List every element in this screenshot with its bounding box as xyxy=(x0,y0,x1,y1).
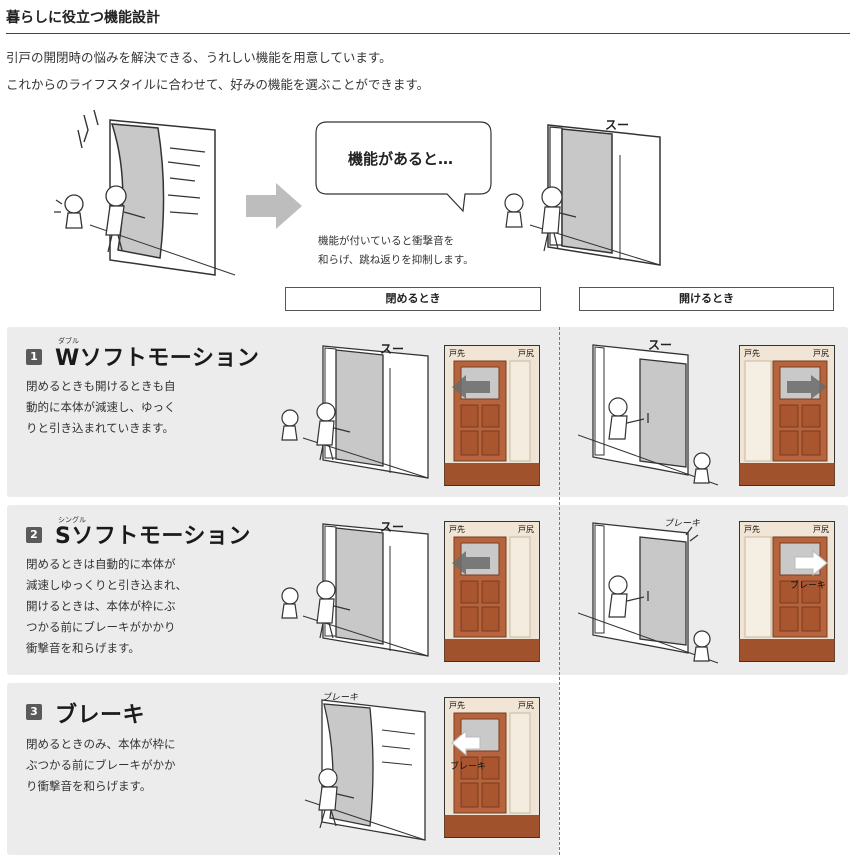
feature-2-title-letter: S xyxy=(55,524,72,549)
feature-2-opening-sketch xyxy=(578,513,728,673)
photo-2o-label-door-edge: 戸先 xyxy=(744,525,760,534)
photo-1o-label-door-edge: 戸先 xyxy=(744,349,760,358)
column-divider xyxy=(559,327,560,855)
feature-1-opening-sketch xyxy=(578,335,728,495)
photo-2o-label-door-tail: 戸尻 xyxy=(813,525,829,534)
photo-3c-label-door-edge: 戸先 xyxy=(449,701,465,710)
column-header-opening: 開けるとき xyxy=(579,287,834,311)
hero-sound-text: スー xyxy=(605,118,630,132)
slam-door-illustration xyxy=(50,100,250,280)
speech-bubble xyxy=(315,121,495,213)
feature-3-closing-brake-label: ブレーキ xyxy=(450,762,487,772)
bubble-note: 機能が付いていると衝撃音を 和らげ、跳ね返りを抑制します。 xyxy=(318,232,518,270)
bubble-note-line-1: 機能が付いていると衝撃音を xyxy=(318,235,455,247)
feature-2-desc-line: つかる前にブレーキがかかり xyxy=(26,620,176,634)
transition-arrow-icon xyxy=(246,183,302,229)
feature-3-description: 閉めるときのみ、本体が枠に ぶつかる前にブレーキがかか り衝撃音を和らげます。 xyxy=(26,734,176,797)
feature-2-desc-line: 開けるときは、本体が枠にぶ xyxy=(26,599,176,613)
intro-line-1: 引戸の開閉時の悩みを解決できる、うれしい機能を用意しています。 xyxy=(6,50,392,65)
feature-2-closing-sound: スー xyxy=(380,520,405,534)
feature-3-number-badge: 3 xyxy=(26,704,42,720)
feature-2-desc-line: 減速しゆっくりと引き込まれ、 xyxy=(26,578,188,592)
feature-1-title-letter: W xyxy=(55,346,80,371)
bubble-note-line-2: 和らげ、跳ね返りを抑制します。 xyxy=(318,254,474,266)
feature-1-closing-sound: スー xyxy=(380,342,405,356)
feature-1-closing-photo xyxy=(444,345,540,486)
feature-2-desc-line: 閉めるときは自動的に本体が xyxy=(26,557,176,571)
photo-2c-label-door-edge: 戸先 xyxy=(449,525,465,534)
feature-3-closing-sound: ブレーキ xyxy=(322,693,359,703)
feature-1-desc-line: 動的に本体が減速し、ゆっく xyxy=(26,400,176,414)
feature-2-opening-sound: ブレーキ xyxy=(664,519,701,529)
photo-2c-label-door-tail: 戸尻 xyxy=(518,525,534,534)
feature-1-opening-sound: スー xyxy=(648,338,673,352)
feature-1-title: Wソフトモーション xyxy=(55,340,259,372)
soft-door-illustration xyxy=(500,115,670,275)
photo-1c-label-door-tail: 戸尻 xyxy=(518,349,534,358)
column-header-closing: 閉めるとき xyxy=(285,287,541,311)
feature-1-description: 閉めるときも開けるときも自 動的に本体が減速し、ゆっく りと引き込まれていきます… xyxy=(26,376,176,439)
feature-2-description: 閉めるときは自動的に本体が 減速しゆっくりと引き込まれ、 開けるときは、本体が枠… xyxy=(26,554,187,659)
feature-1-title-name: ソフトモーション xyxy=(79,346,260,371)
feature-1-closing-sketch xyxy=(278,338,443,488)
bubble-text: 機能があると… xyxy=(348,150,454,168)
feature-2-closing-photo xyxy=(444,521,540,662)
feature-3-closing-sketch xyxy=(290,690,440,850)
feature-2-number-badge: 2 xyxy=(26,527,42,543)
feature-1-desc-line: 閉めるときも開けるときも自 xyxy=(26,379,176,393)
feature-2-title-name: ソフトモーション xyxy=(71,524,251,549)
page-title: 暮らしに役立つ機能設計 xyxy=(6,10,160,26)
feature-2-ruby: シングル xyxy=(58,516,86,524)
feature-3-desc-line: ぶつかる前にブレーキがかか xyxy=(26,758,176,772)
feature-2-closing-sketch xyxy=(278,516,443,666)
feature-2-title: Sソフトモーション xyxy=(55,518,251,550)
feature-3-closing-photo xyxy=(444,697,540,838)
feature-3-title-name: ブレーキ xyxy=(55,703,146,728)
feature-1-opening-photo xyxy=(739,345,835,486)
photo-1c-label-door-edge: 戸先 xyxy=(449,349,465,358)
feature-3-desc-line: 閉めるときのみ、本体が枠に xyxy=(26,737,176,751)
feature-2-opening-photo xyxy=(739,521,835,662)
photo-1o-label-door-tail: 戸尻 xyxy=(813,349,829,358)
photo-3c-label-door-tail: 戸尻 xyxy=(518,701,534,710)
title-divider xyxy=(6,33,850,34)
feature-1-ruby: ダブル xyxy=(58,337,79,345)
feature-1-number-badge: 1 xyxy=(26,349,42,365)
intro-line-2: これからのライフスタイルに合わせて、好みの機能を選ぶことができます。 xyxy=(6,77,430,92)
feature-1-desc-line: りと引き込まれていきます。 xyxy=(26,421,175,435)
feature-2-desc-line: 衝撃音を和らげます。 xyxy=(26,641,140,655)
feature-2-opening-brake-label: ブレーキ xyxy=(790,581,827,591)
feature-3-desc-line: り衝撃音を和らげます。 xyxy=(26,779,152,793)
feature-3-title: ブレーキ xyxy=(55,697,145,729)
